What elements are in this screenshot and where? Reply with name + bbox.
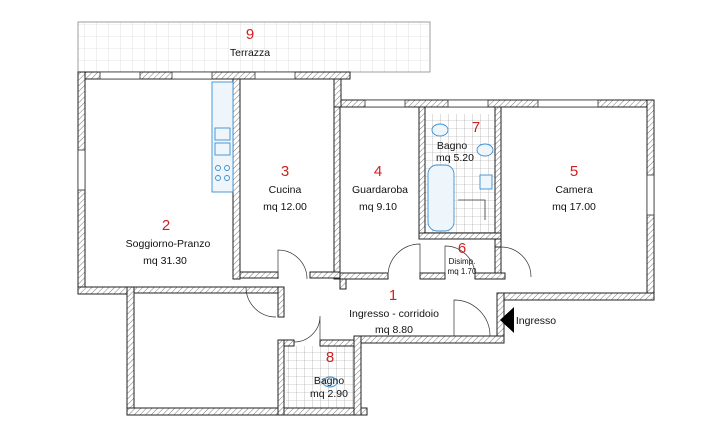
room-number: 3 — [281, 163, 289, 180]
room-name: Terrazza — [230, 47, 270, 59]
room-area: mq 5.20 — [436, 152, 474, 164]
room-number: 1 — [389, 287, 397, 304]
room-camera: 5 Camera mq 17.00 — [552, 163, 596, 213]
room-area: mq 31.30 — [143, 255, 187, 267]
room-ingresso: 1 Ingresso - corridoio mq 8.80 — [349, 287, 439, 336]
room-area: mq 8.80 — [375, 324, 413, 336]
doors — [245, 243, 532, 343]
room-number: 6 — [458, 240, 466, 257]
room-number: 5 — [570, 163, 578, 180]
room-name: Ingresso - corridoio — [349, 308, 439, 320]
room-name: Bagno — [314, 375, 345, 387]
room-number: 4 — [374, 163, 382, 180]
bath2-fixtures — [322, 376, 338, 388]
room-area: mq 12.00 — [263, 201, 307, 213]
room-name: Disimp. — [449, 257, 476, 266]
bagno2-floor — [286, 346, 354, 408]
room-area: mq 17.00 — [552, 201, 596, 213]
room-area: mq 2.90 — [310, 388, 348, 400]
entrance-marker: Ingresso — [500, 307, 556, 333]
entrance-arrow-icon — [500, 307, 514, 333]
room-cucina: 3 Cucina mq 12.00 — [263, 163, 307, 213]
room-terrazza: 9 Terrazza — [230, 26, 270, 59]
room-number: 2 — [162, 217, 170, 234]
room-area: mq 1.70 — [448, 267, 477, 276]
room-number: 7 — [472, 119, 480, 136]
room-name: Guardaroba — [352, 184, 408, 196]
terrazza-area — [77, 21, 431, 73]
room-name: Bagno — [437, 140, 468, 152]
room-number: 8 — [326, 349, 334, 366]
room-name: Camera — [555, 184, 593, 196]
room-guardaroba: 4 Guardaroba mq 9.10 — [352, 163, 408, 213]
interior-walls — [133, 78, 506, 416]
room-disimpegno: 6 Disimp. mq 1.70 — [448, 240, 477, 276]
kitchen-counter — [211, 81, 234, 193]
bath-fixtures — [427, 123, 494, 232]
windows — [77, 71, 655, 216]
room-area: mq 9.10 — [359, 201, 397, 213]
room-bagno2: 8 Bagno mq 2.90 — [310, 349, 348, 400]
entrance-label: Ingresso — [516, 315, 556, 327]
room-bagno: 7 Bagno mq 5.20 — [436, 119, 480, 164]
room-number: 9 — [246, 26, 254, 43]
room-name: Cucina — [269, 184, 302, 196]
room-name: Soggiorno-Pranzo — [126, 238, 211, 250]
room-soggiorno: 2 Soggiorno-Pranzo mq 31.30 — [126, 217, 211, 267]
